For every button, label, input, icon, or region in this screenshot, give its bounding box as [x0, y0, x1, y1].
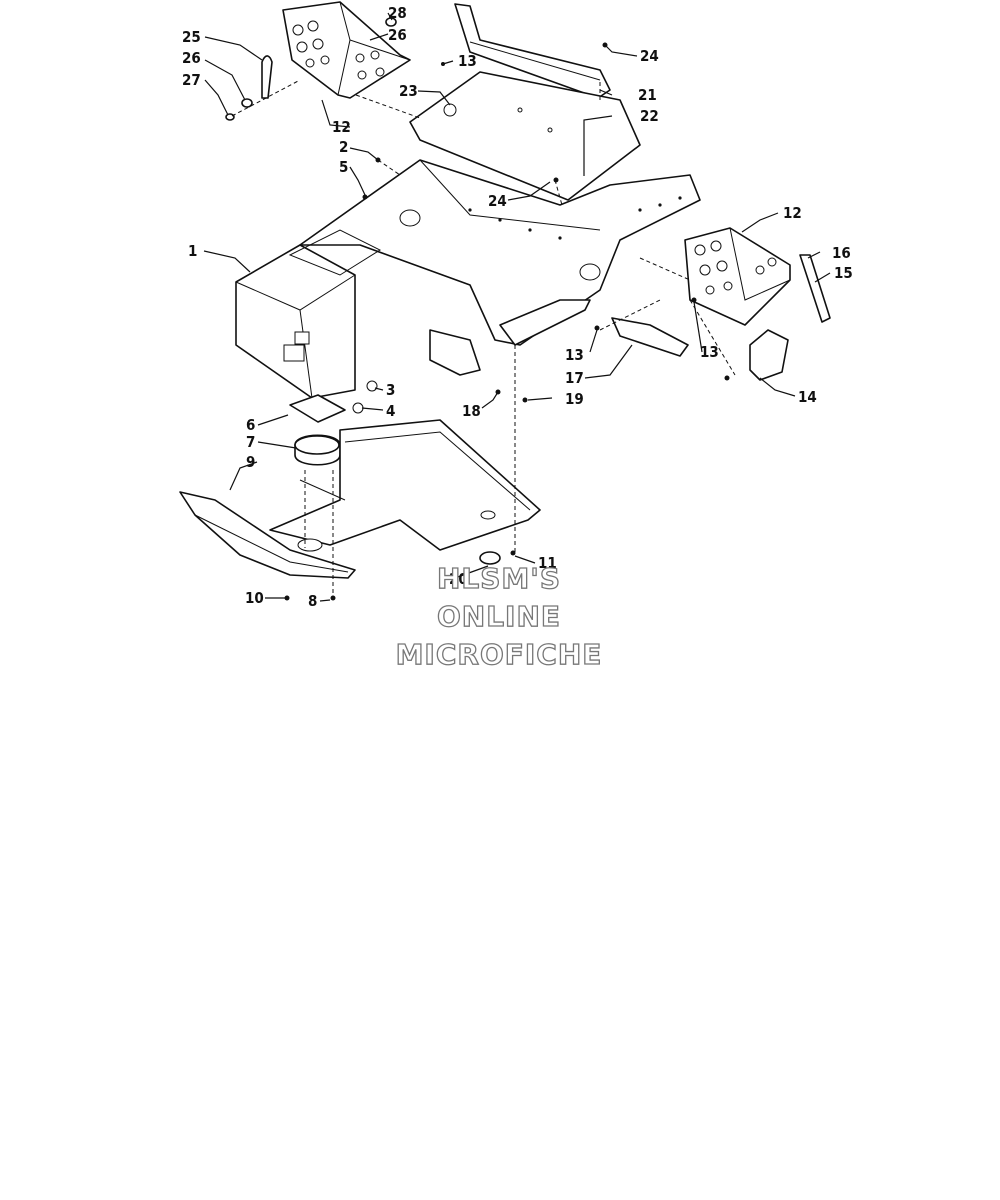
watermark-line-1: HLSM'S: [437, 562, 561, 595]
callout-5: 5: [339, 158, 348, 176]
small-fasteners: [284, 42, 730, 601]
callout-20: 20: [449, 570, 468, 588]
leader-lines: [203, 12, 831, 602]
callout-23: 23: [399, 82, 418, 100]
callout-2: 2: [339, 138, 348, 156]
callout-24a: 24: [640, 47, 659, 65]
callout-8: 8: [308, 592, 317, 610]
callout-13c: 13: [700, 343, 719, 361]
tunnel-top-panel: [409, 3, 641, 201]
right-footrest-bracket: [611, 227, 831, 381]
callout-labels: 1 2 3 4 5 6 7 8 9 10 11 12 12 13 13 13 1…: [182, 4, 853, 610]
callout-19: 19: [565, 390, 584, 408]
callout-16: 16: [832, 244, 851, 262]
callout-24b: 24: [488, 192, 507, 210]
callout-22: 22: [640, 107, 659, 125]
callout-1: 1: [188, 242, 197, 260]
callout-7: 7: [246, 433, 255, 451]
callout-13b: 13: [565, 346, 584, 364]
alignment-lines: [304, 82, 736, 598]
callout-6: 6: [246, 416, 255, 434]
callout-11: 11: [538, 554, 557, 572]
watermark: HLSM'S ONLINE MICROFICHE: [395, 561, 603, 671]
callout-26a: 26: [182, 49, 201, 67]
callout-12b: 12: [783, 204, 802, 222]
lower-assembly: [179, 394, 541, 579]
callout-21: 21: [638, 86, 657, 104]
callout-25: 25: [182, 28, 201, 46]
callout-10: 10: [245, 589, 264, 607]
callout-14: 14: [798, 388, 817, 406]
callout-3: 3: [386, 381, 395, 399]
callout-28: 28: [388, 4, 407, 22]
callout-13a: 13: [458, 52, 477, 70]
callout-17: 17: [565, 369, 584, 387]
callout-15: 15: [834, 264, 853, 282]
callout-18: 18: [462, 402, 481, 420]
left-footrest-bracket: [282, 1, 411, 99]
callout-12a: 12: [332, 118, 351, 136]
watermark-line-3: MICROFICHE: [396, 638, 603, 671]
main-chassis-frame: [235, 159, 701, 399]
callout-9: 9: [246, 453, 255, 471]
watermark-line-2: ONLINE: [437, 600, 561, 633]
callout-27: 27: [182, 71, 201, 89]
callout-26b: 26: [388, 26, 407, 44]
callout-4: 4: [386, 402, 395, 420]
bolt-hardware-left: [225, 17, 397, 121]
